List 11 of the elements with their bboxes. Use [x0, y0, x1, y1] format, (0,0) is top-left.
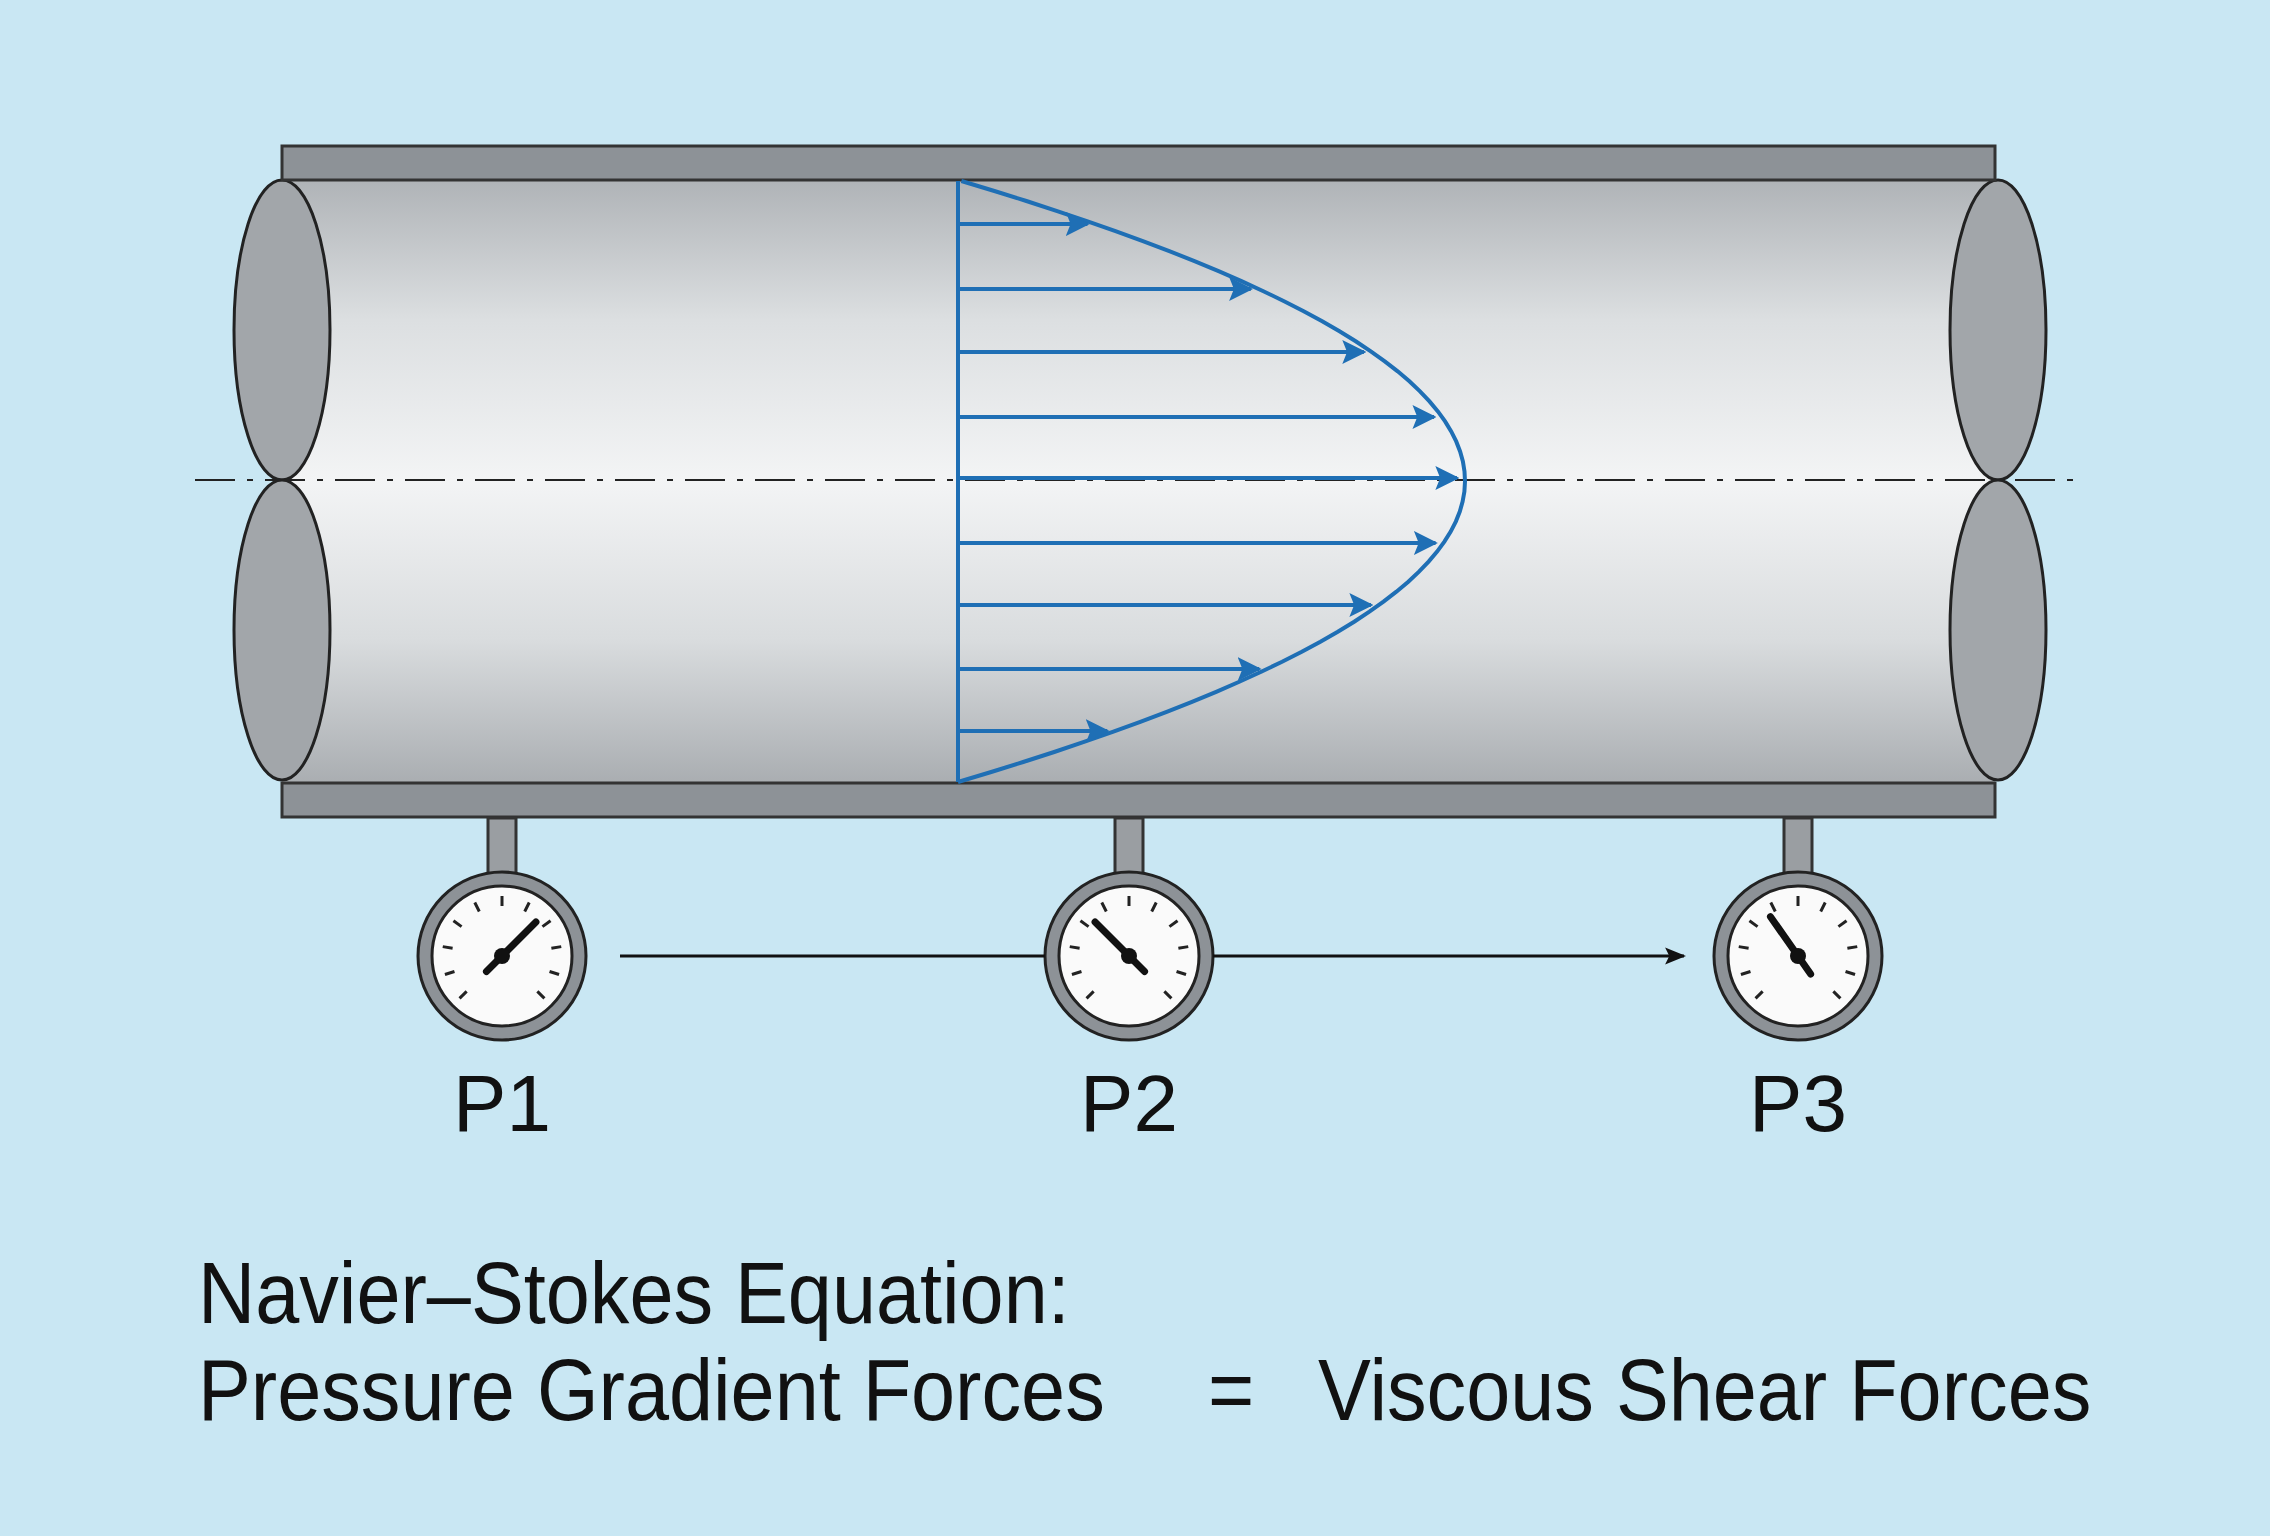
pressure-gauge-icon [416, 816, 588, 1042]
gauge-label: P1 [452, 1060, 552, 1148]
gauge-label: P2 [1079, 1060, 1179, 1148]
equation-heading: Navier–Stokes Equation: [198, 1245, 1070, 1342]
equation-term: Pressure Gradient Forces [198, 1342, 1105, 1439]
equals-sign: = [1208, 1342, 1255, 1439]
pressure-gauge-icon [1712, 816, 1884, 1042]
gauge-label: P3 [1748, 1060, 1848, 1148]
pressure-gauge-icon [1043, 816, 1215, 1042]
equation-term: Viscous Shear Forces [1318, 1342, 2092, 1439]
arrow [1213, 947, 1687, 965]
